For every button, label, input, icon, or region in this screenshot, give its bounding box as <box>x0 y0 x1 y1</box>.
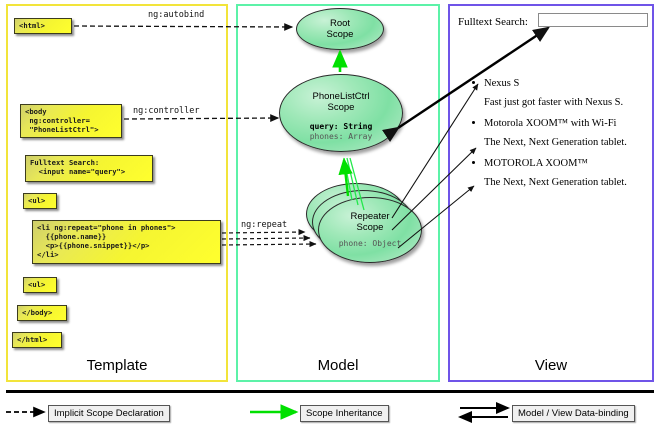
phone-snippet: Fast just got faster with Nexus S. <box>484 97 624 108</box>
view-search-input[interactable] <box>538 13 648 27</box>
bullet-icon <box>472 81 475 84</box>
legend-divider <box>6 390 654 393</box>
phone-name: MOTOROLA XOOM™ <box>484 158 588 169</box>
column-label-view: View <box>534 357 568 374</box>
code-box-body-open: <body ng:controller= "PhoneListCtrl"> <box>20 104 122 138</box>
code-box-html-open: <html> <box>14 18 72 34</box>
legend-label-implicit: Implicit Scope Declaration <box>48 405 170 422</box>
scope-prop-phone: phone: Object <box>338 239 402 248</box>
phone-name: Nexus S <box>484 78 520 89</box>
scope-repeater: Repeater Scope phone: Object <box>318 197 422 263</box>
scope-phonelistctrl-title: PhoneListCtrl Scope <box>312 91 370 113</box>
scope-phonelistctrl-props: query: String phones: Array <box>280 122 402 142</box>
view-phone-list: Nexus S Fast just got faster with Nexus … <box>472 78 654 192</box>
scope-prop-phones: phones: Array <box>309 132 373 141</box>
view-search-label: Fulltext Search: <box>458 16 528 28</box>
legend-label-databinding: Model / View Data-binding <box>512 405 635 422</box>
column-label-template: Template <box>86 357 148 374</box>
column-view: View <box>448 4 654 382</box>
legend-label-inheritance: Scope Inheritance <box>300 405 389 422</box>
scope-root-title: Root Scope <box>326 18 354 40</box>
list-item[interactable]: MOTOROLA XOOM™ The Next, Next Generation… <box>472 158 654 189</box>
phone-snippet: The Next, Next Generation tablet. <box>484 177 627 188</box>
list-item[interactable]: Motorola XOOM™ with Wi-Fi The Next, Next… <box>472 118 654 149</box>
code-box-body-close: </body> <box>17 305 67 321</box>
scope-root: Root Scope <box>296 8 384 50</box>
code-box-fulltext-search: Fulltext Search: <input name="query"> <box>25 155 153 182</box>
phone-name: Motorola XOOM™ with Wi-Fi <box>484 118 617 129</box>
scope-repeater-title: Repeater Scope <box>350 211 390 233</box>
list-item[interactable]: Nexus S Fast just got faster with Nexus … <box>472 78 654 109</box>
edge-label-autobind: ng:autobind <box>148 10 205 20</box>
bullet-icon <box>472 161 475 164</box>
column-label-model: Model <box>317 357 359 374</box>
scope-repeater-props: phone: Object <box>319 239 421 249</box>
code-box-ul-close: <ul> <box>23 277 57 293</box>
edge-label-controller: ng:controller <box>133 106 200 116</box>
code-box-ul-open: <ul> <box>23 193 57 209</box>
code-box-li-repeat: <li ng:repeat="phone in phones"> {{phone… <box>32 220 221 264</box>
edge-label-repeat: ng:repeat <box>241 220 288 230</box>
code-box-html-close: </html> <box>12 332 62 348</box>
bullet-icon <box>472 121 475 124</box>
scope-phonelistctrl: PhoneListCtrl Scope query: String phones… <box>279 74 403 152</box>
scope-prop-query: query: String <box>309 122 373 131</box>
phone-snippet: The Next, Next Generation tablet. <box>484 137 627 148</box>
